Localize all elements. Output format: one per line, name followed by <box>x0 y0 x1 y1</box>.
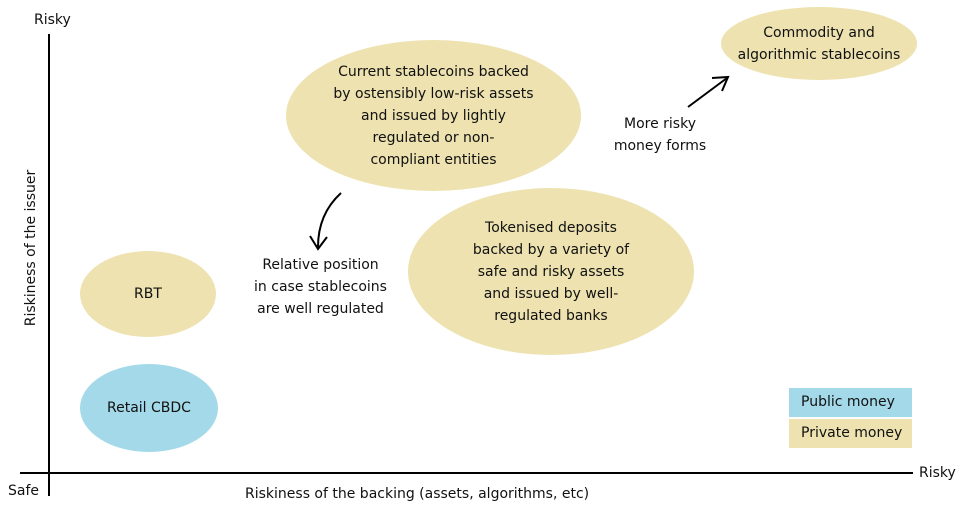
x-axis-title: Riskiness of the backing (assets, algori… <box>245 486 590 502</box>
more-risky-arrow <box>687 75 730 108</box>
rbt-text: RBT <box>134 286 162 302</box>
tokenised-deposits-bubble: Tokenised deposits backed by a variety o… <box>408 188 694 355</box>
x-axis-right-label: Risky <box>919 465 956 481</box>
legend-private-money: Private money <box>789 419 912 448</box>
more-risky-annotation: More risky money forms <box>613 116 707 154</box>
current-stablecoins-text: Current stablecoins backed by ostensibly… <box>333 63 534 168</box>
tokenised-deposits-text: Tokenised deposits backed by a variety o… <box>472 219 630 324</box>
legend-public-money: Public money <box>789 388 912 417</box>
commodity-stablecoins-text: Commodity and algorithmic stablecoins <box>737 24 901 63</box>
rbt-bubble: RBT <box>80 251 216 337</box>
retail-cbdc-text: Retail CBDC <box>107 400 191 416</box>
y-axis-title: Riskiness of the issuer <box>23 169 39 327</box>
y-axis-top-label: Risky <box>34 12 71 28</box>
relative-position-annotation: Relative position in case stablecoins ar… <box>254 257 387 317</box>
commodity-stablecoins-bubble: Commodity and algorithmic stablecoins <box>721 7 917 80</box>
current-stablecoins-bubble: Current stablecoins backed by ostensibly… <box>286 40 581 191</box>
origin-label: Safe <box>8 483 40 499</box>
curved-down-arrow <box>309 192 342 251</box>
retail-cbdc-bubble: Retail CBDC <box>80 364 218 452</box>
